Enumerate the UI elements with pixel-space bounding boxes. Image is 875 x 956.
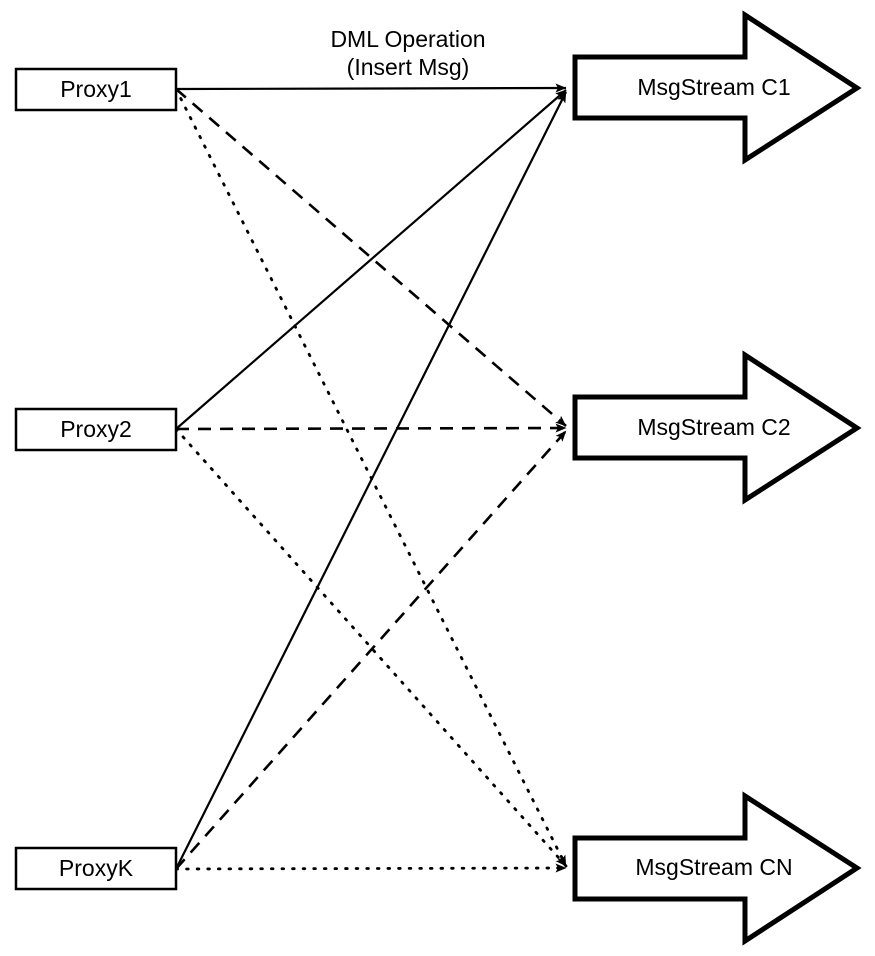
connection-proxy1-to-c1 — [175, 83, 567, 93]
connection-proxyk-to-c2 — [175, 430, 567, 870]
msgstream-c2-arrow-shape[interactable] — [572, 350, 862, 505]
msgstream-node-c2[interactable]: MsgStream C2 — [572, 350, 862, 505]
connection-proxy1-to-c2 — [175, 88, 567, 427]
proxy-node-proxyk[interactable]: ProxyK — [14, 846, 178, 891]
proxyk-box[interactable] — [14, 846, 178, 891]
edge-caption: DML Operation (Insert Msg) — [330, 26, 485, 80]
msgstream-cn-label: MsgStream CN — [635, 854, 792, 880]
msgstream-node-cn[interactable]: MsgStream CN — [572, 791, 862, 946]
msgstream-c2-label: MsgStream C2 — [637, 414, 790, 440]
connection-proxyk-to-cn — [174, 863, 568, 873]
connection-proxy2-to-cn — [174, 427, 568, 868]
edge-caption-line2: (Insert Msg) — [347, 54, 470, 80]
proxy1-box[interactable] — [14, 67, 178, 112]
proxy-node-proxy1[interactable]: Proxy1 — [14, 67, 178, 112]
msgstream-node-c1[interactable]: MsgStream C1 — [572, 10, 862, 165]
proxy-node-proxy2[interactable]: Proxy2 — [14, 407, 178, 452]
msgstream-cn-arrow-shape[interactable] — [572, 791, 862, 946]
msgstream-c1-arrow-shape[interactable] — [572, 10, 862, 165]
proxyk-label: ProxyK — [59, 855, 134, 881]
edge-caption-line1: DML Operation — [330, 26, 485, 52]
proxy2-box[interactable] — [14, 407, 178, 452]
connection-proxyk-to-c1 — [175, 91, 567, 870]
msgstream-c1-label: MsgStream C1 — [637, 74, 790, 100]
connection-proxy2-to-c1 — [175, 89, 567, 430]
proxy1-label: Proxy1 — [60, 76, 132, 102]
connection-proxy1-to-cn — [174, 87, 568, 868]
connection-proxy2-to-c2 — [175, 423, 567, 433]
proxy2-label: Proxy2 — [60, 416, 132, 442]
connection-layer — [174, 83, 568, 873]
